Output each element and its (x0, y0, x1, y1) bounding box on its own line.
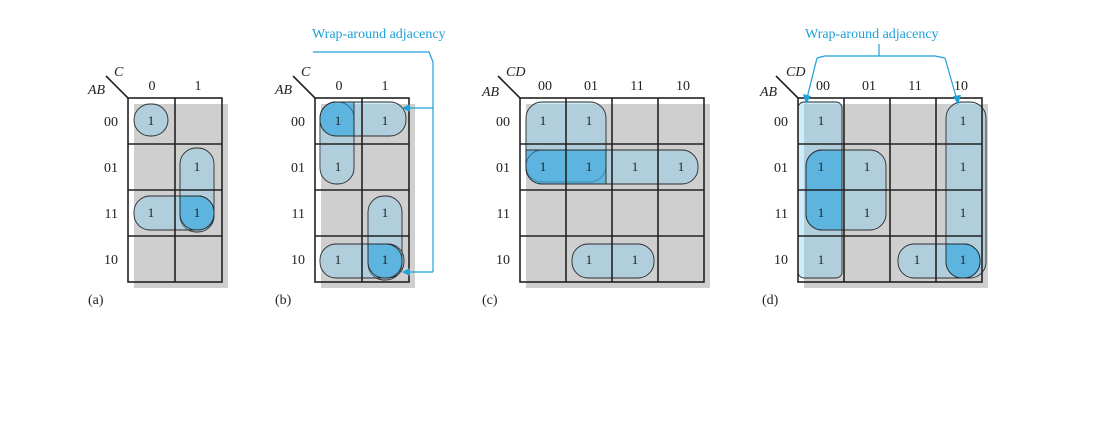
wrap-arrow-d-right (953, 95, 961, 105)
wrap-arrow-b-bottom (402, 268, 410, 276)
kmap-d-row-2: 11 (775, 207, 788, 222)
kmap-a-cell-01-1: 1 (194, 159, 201, 174)
loop-b-overlap-bottom (367, 243, 403, 279)
kmap-b-caption: (b) (275, 293, 292, 308)
kmap-a-col-1: 1 (195, 79, 202, 94)
kmap-b-row-0: 00 (291, 115, 305, 130)
kmap-a-col-0: 0 (149, 79, 156, 94)
kmap-a-row-2: 11 (105, 207, 118, 222)
kmap-d-cell-11-10: 1 (960, 205, 967, 220)
kmap-b-row-2: 11 (292, 207, 305, 222)
loop-a-overlap (179, 195, 215, 231)
wrap-bracket-b (313, 51, 434, 272)
kmap-a-row-var: AB (87, 83, 106, 98)
kmap-d-col-1: 01 (862, 79, 876, 94)
kmap-c-cell-01-01: 1 (586, 159, 593, 174)
kmap-d-col-3: 10 (954, 79, 968, 94)
kmap-d-col-2: 11 (908, 79, 921, 94)
kmap-a-caption: (a) (88, 293, 104, 308)
wrap-label-d: Wrap-around adjacency (805, 27, 939, 42)
wrap-bracket-d (816, 55, 946, 59)
kmap-d-col-0: 00 (816, 79, 830, 94)
kmap-d-row-0: 00 (774, 115, 788, 130)
kmap-c-row-3: 10 (496, 253, 510, 268)
kmap-d-caption: (d) (762, 293, 779, 308)
kmap-d: CD AB 00 01 11 10 00 01 11 10 1 1 1 1 1 … (759, 27, 988, 308)
kmap-d-cell-10-11: 1 (914, 252, 921, 267)
kmap-d-cell-10-00: 1 (818, 252, 825, 267)
kmap-b-row-var: AB (274, 83, 293, 98)
kmap-c-cell-00-00: 1 (540, 113, 547, 128)
kmap-a-cell-11-0: 1 (148, 205, 155, 220)
kmap-a-row-0: 00 (104, 115, 118, 130)
kmap-a-cell-11-1: 1 (194, 205, 201, 220)
kmap-b-cell-10-0: 1 (335, 252, 342, 267)
kmap-c-col-2: 11 (630, 79, 643, 94)
kmap-d-cell-10-10: 1 (960, 252, 967, 267)
kmap-b-cell-10-1: 1 (382, 252, 389, 267)
kmap-a-col-var: C (114, 65, 124, 80)
kmap-c-caption: (c) (482, 293, 498, 308)
kmap-c-cell-01-10: 1 (678, 159, 685, 174)
kmap-b-row-1: 01 (291, 161, 305, 176)
kmap-c-col-0: 00 (538, 79, 552, 94)
kmap-d-row-var: AB (759, 85, 778, 100)
kmap-b: C AB 0 1 00 01 11 10 1 1 1 1 1 1 Wrap-ar… (274, 27, 446, 308)
kmap-c-row-1: 01 (496, 161, 510, 176)
kmap-c-row-var: AB (481, 85, 500, 100)
kmap-b-cell-01-0: 1 (335, 159, 342, 174)
kmap-d-cell-00-10: 1 (960, 113, 967, 128)
kmap-b-col-1: 1 (382, 79, 389, 94)
kmap-d-row-3: 10 (774, 253, 788, 268)
wrap-arrow-b-top (402, 104, 410, 112)
kmap-b-cell-00-1: 1 (382, 113, 389, 128)
kmap-d-cell-01-01: 1 (864, 159, 871, 174)
kmap-d-cell-11-01: 1 (864, 205, 871, 220)
loop-d-overlap-right (945, 243, 981, 279)
kmap-c-cell-10-11: 1 (632, 252, 639, 267)
kmap-c-col-3: 10 (676, 79, 690, 94)
kmap-c-cell-10-01: 1 (586, 252, 593, 267)
kmap-a-row-3: 10 (104, 253, 118, 268)
kmap-d-cell-00-00: 1 (818, 113, 825, 128)
kmap-d-row-1: 01 (774, 161, 788, 176)
kmap-a-cell-00-0: 1 (148, 113, 155, 128)
kmap-a: C AB 0 1 00 01 11 10 1 1 1 1 (a) (87, 65, 228, 308)
kmap-d-cell-01-00: 1 (818, 159, 825, 174)
kmap-c-cell-01-00: 1 (540, 159, 547, 174)
kmap-c-cell-01-11: 1 (632, 159, 639, 174)
kmap-c-col-var: CD (506, 65, 525, 80)
kmap-c-cell-00-01: 1 (586, 113, 593, 128)
kmap-b-cell-00-0: 1 (335, 113, 342, 128)
kmap-c-row-2: 11 (497, 207, 510, 222)
kmap-b-row-3: 10 (291, 253, 305, 268)
kmap-d-cell-01-10: 1 (960, 159, 967, 174)
loop-a-1 (133, 103, 169, 137)
kmap-a-row-1: 01 (104, 161, 118, 176)
kmap-c-row-0: 00 (496, 115, 510, 130)
loop-b-overlap-top (319, 101, 355, 137)
kmap-c-col-1: 01 (584, 79, 598, 94)
wrap-arrow-d-left (803, 94, 811, 104)
kmap-b-cell-11-1: 1 (382, 205, 389, 220)
loop-c-3 (571, 243, 655, 279)
kmap-d-cell-11-00: 1 (818, 205, 825, 220)
kmap-b-col-var: C (301, 65, 311, 80)
wrap-label-b: Wrap-around adjacency (312, 27, 446, 42)
kmap-d-col-var: CD (786, 65, 805, 80)
kmap-b-col-0: 0 (336, 79, 343, 94)
kmap-c: CD AB 00 01 11 10 00 01 11 10 1 1 1 1 1 … (481, 65, 710, 308)
